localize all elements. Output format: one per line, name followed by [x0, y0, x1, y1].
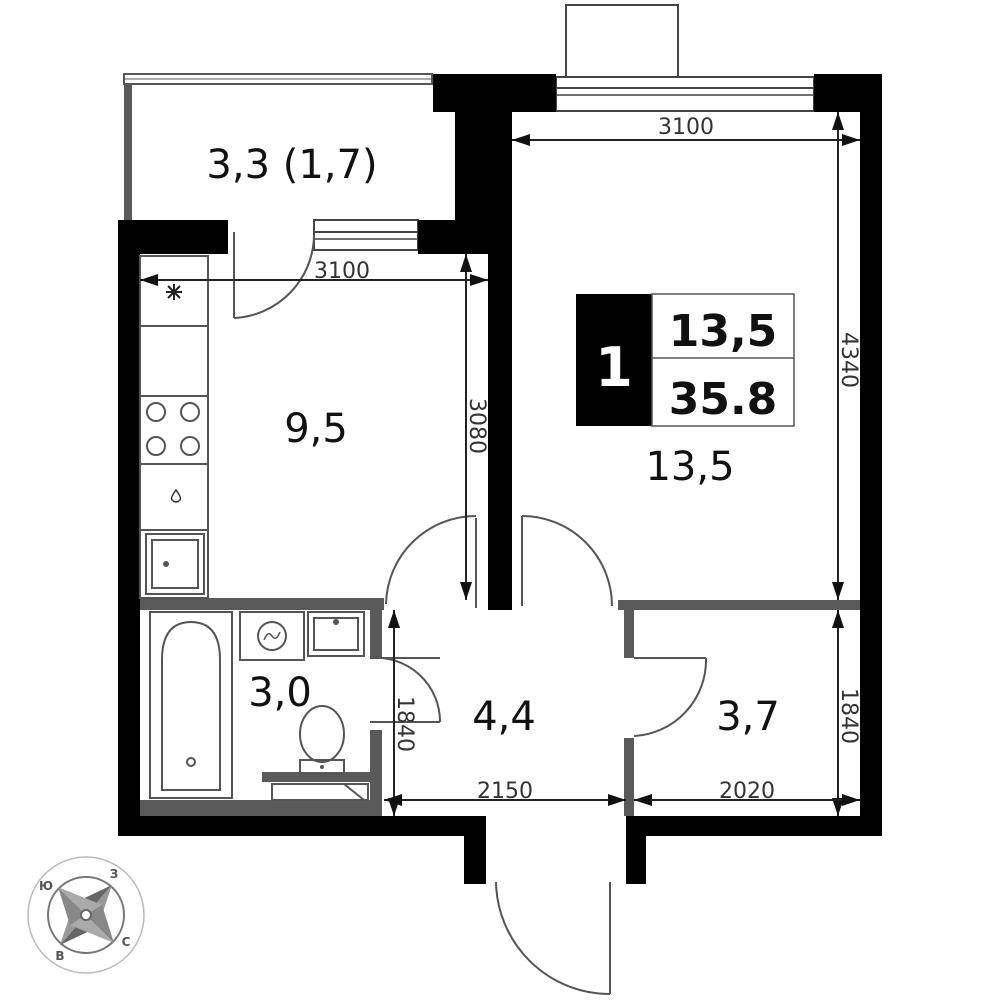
partitions [140, 598, 860, 816]
dim-storage-height [832, 610, 844, 816]
entrance-door [495, 881, 611, 995]
dim-storage-width [634, 794, 860, 806]
bath-shelf [271, 783, 369, 801]
kitchen-door [385, 515, 477, 608]
stove-burners-icon [146, 402, 200, 456]
dim-kitchen-width [140, 274, 488, 286]
dim-label-kitchen-width: 3100 [314, 259, 370, 284]
dim-label-kitchen-height: 3080 [464, 398, 489, 454]
kitchen-window [313, 219, 419, 251]
loggia-glazing [123, 73, 433, 85]
dim-living-width [512, 134, 860, 146]
living-window [555, 76, 815, 112]
compass-label-west: В [55, 949, 64, 963]
fridge-snowflake-icon [166, 284, 182, 300]
kitchen-balcony-door [233, 232, 315, 319]
washbasin-icon [307, 611, 365, 657]
dim-label-storage-width: 2020 [719, 779, 775, 804]
top-vent-box [565, 4, 679, 78]
badge-total-area: 35.8 [669, 374, 778, 425]
room-area-living: 13,5 [645, 444, 734, 490]
living-door [521, 515, 613, 607]
room-area-bathroom: 3,0 [248, 670, 312, 716]
dim-label-hall-width: 2150 [477, 779, 533, 804]
compass-label-north: З [110, 867, 119, 881]
water-drop-icon [170, 488, 182, 503]
dim-label-storage-height: 1840 [836, 688, 861, 744]
dim-living-height [832, 112, 844, 600]
bathtub-icon [149, 611, 233, 799]
area-badge [576, 293, 795, 427]
loggia-side-wall [124, 84, 132, 220]
toilet-icon [299, 705, 345, 775]
badge-living-area: 13,5 [669, 306, 778, 357]
room-area-kitchen: 9,5 [284, 406, 348, 452]
badge-rooms-count: 1 [595, 336, 633, 399]
compass-icon [27, 856, 145, 974]
room-area-storage: 3,7 [716, 694, 780, 740]
room-area-loggia: 3,3 (1,7) [206, 142, 377, 188]
storage-door [633, 657, 708, 737]
bathroom-door [369, 656, 442, 723]
dim-hall-width [384, 794, 626, 806]
room-area-hall: 4,4 [472, 694, 536, 740]
dim-kitchen-height [460, 254, 472, 600]
dim-label-living-height: 4340 [836, 332, 861, 388]
dim-label-bath-height: 1840 [392, 696, 417, 752]
compass-label-east: С [122, 935, 131, 949]
compass-label-south: Ю [39, 879, 53, 893]
exterior-walls [118, 74, 882, 884]
washing-machine-icon [239, 611, 305, 661]
kitchen-counter [139, 255, 209, 599]
kitchen-sink-icon [145, 533, 205, 595]
dim-label-living-width: 3100 [658, 115, 714, 140]
